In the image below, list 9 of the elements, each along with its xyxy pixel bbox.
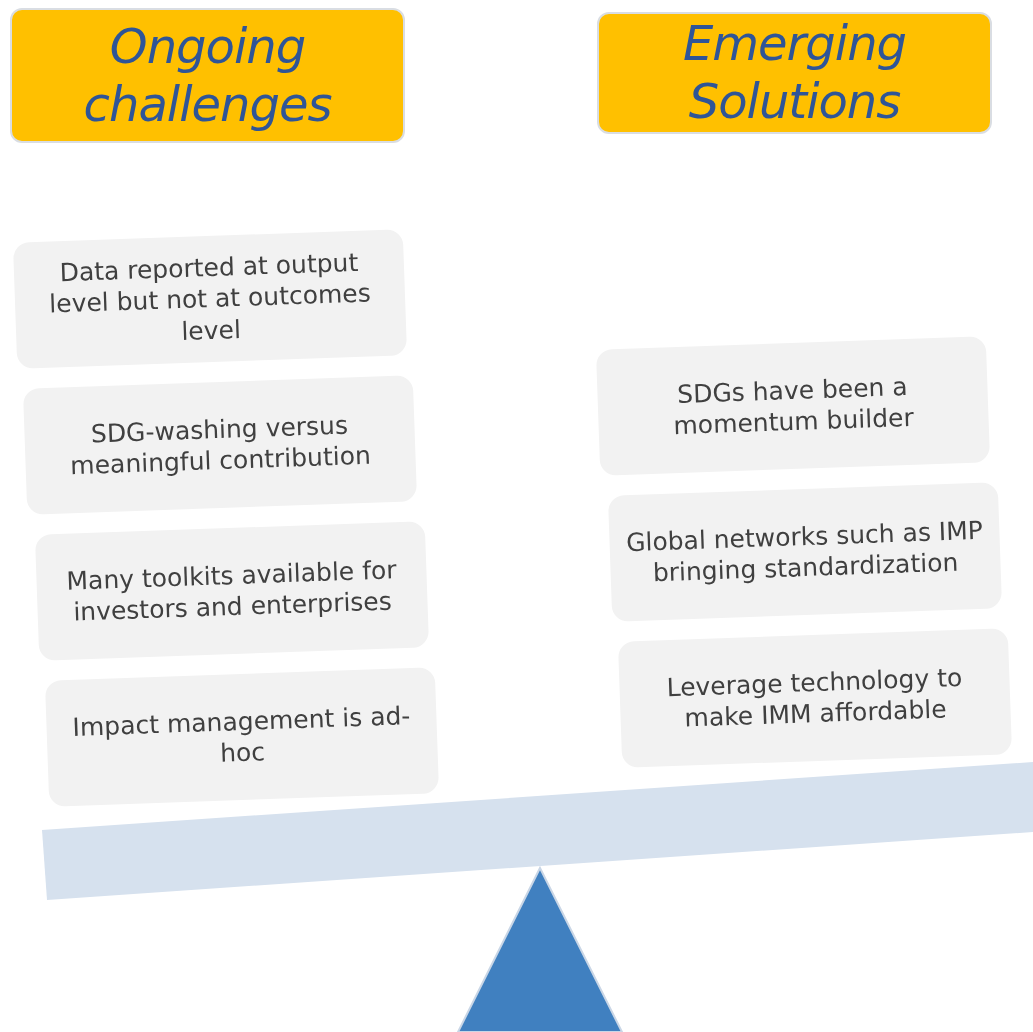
heading-box: Emerging Solutions: [597, 12, 992, 134]
text-card: Data reported at output level but not at outcomes level: [12, 229, 408, 369]
heading-box: Ongoing challenges: [10, 8, 405, 143]
text-card: Impact management is ad-hoc: [44, 667, 440, 807]
text-card: SDGs have been a momentum builder: [595, 336, 991, 476]
text-card: Leverage technology to make IMM affordable: [617, 628, 1013, 768]
text-card: SDG-washing versus meaningful contribution: [22, 375, 418, 515]
text-card: Many toolkits available for investors and enterprises: [34, 521, 430, 661]
text-card: Global networks such as IMP bringing standardization: [607, 482, 1003, 622]
